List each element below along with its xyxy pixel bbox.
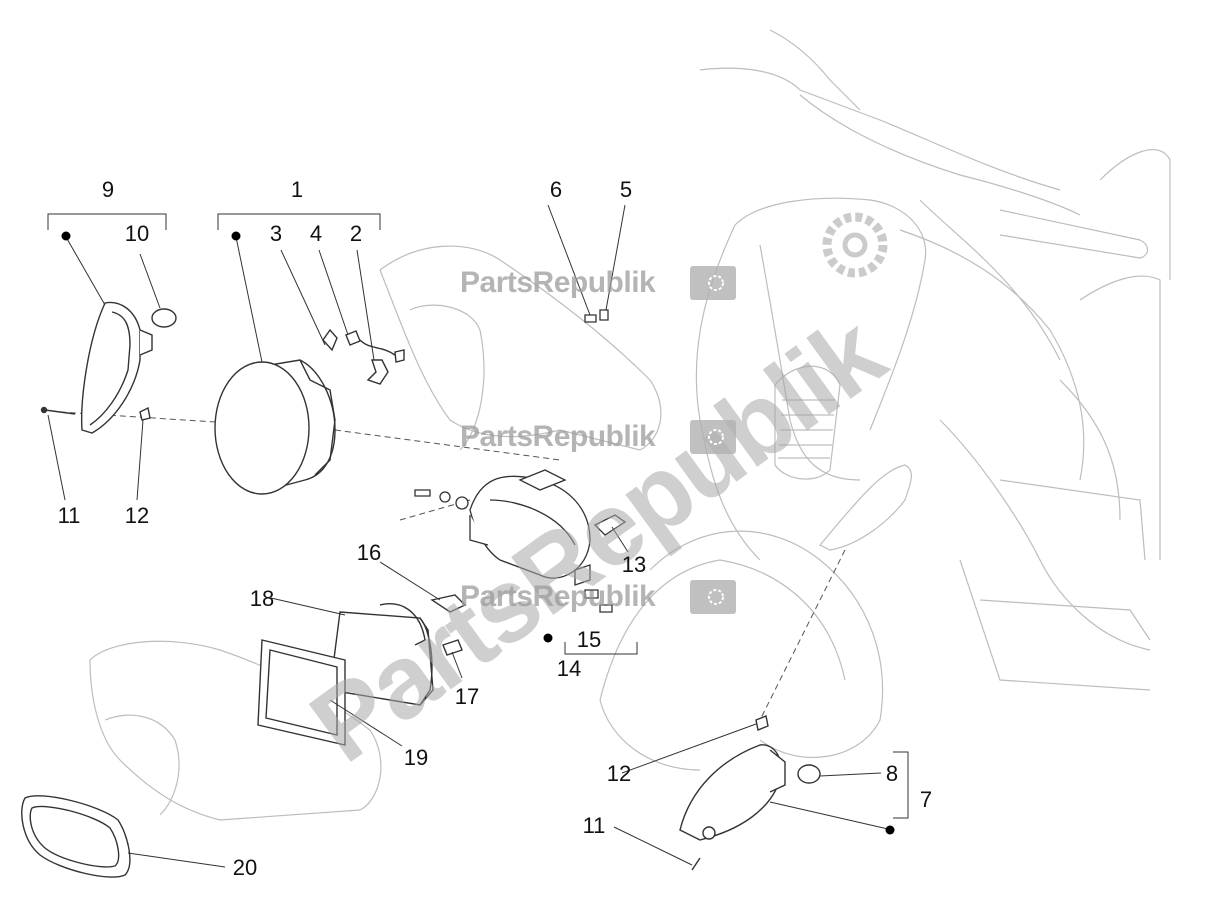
scooter-body-ghost: [89, 29, 1171, 821]
callout-11-left: 11: [57, 503, 81, 528]
rectangular-headlight-part: [257, 594, 467, 746]
callout-7: 7: [919, 787, 933, 812]
watermark-gear-icon: [822, 212, 888, 278]
callout-12-right: 12: [606, 761, 632, 786]
callout-9: 9: [101, 177, 115, 202]
callout-5: 5: [619, 177, 633, 202]
callout-8: 8: [885, 761, 899, 786]
callout-10: 10: [124, 221, 150, 246]
callout-14: 14: [556, 656, 582, 681]
callout-3: 3: [269, 221, 283, 246]
callout-4: 4: [309, 221, 323, 246]
watermark-top: PartsRepublik: [460, 266, 656, 299]
leader-lines: [47, 204, 909, 868]
callout-19: 19: [403, 745, 429, 770]
left-turn-signal-part: [40, 301, 177, 434]
callout-2: 2: [349, 221, 363, 246]
round-headlight-part: [214, 328, 405, 495]
callout-16: 16: [356, 540, 382, 565]
watermark-bottom: PartsRepublik: [460, 580, 656, 613]
callout-18: 18: [249, 586, 275, 611]
callout-17: 17: [454, 684, 480, 709]
bezel-frame-part: [21, 795, 131, 878]
callout-13: 13: [621, 552, 647, 577]
callout-20: 20: [232, 855, 258, 880]
callout-11-right: 11: [582, 813, 606, 838]
bracket-part: [414, 309, 627, 613]
reference-dots: [61, 231, 895, 835]
watermark-middle: PartsRepublik: [460, 420, 656, 453]
callout-6: 6: [549, 177, 563, 202]
callout-1: 1: [290, 177, 304, 202]
callout-12-left: 12: [124, 503, 150, 528]
callout-15: 15: [576, 627, 602, 652]
right-turn-signal-part: [679, 715, 821, 871]
